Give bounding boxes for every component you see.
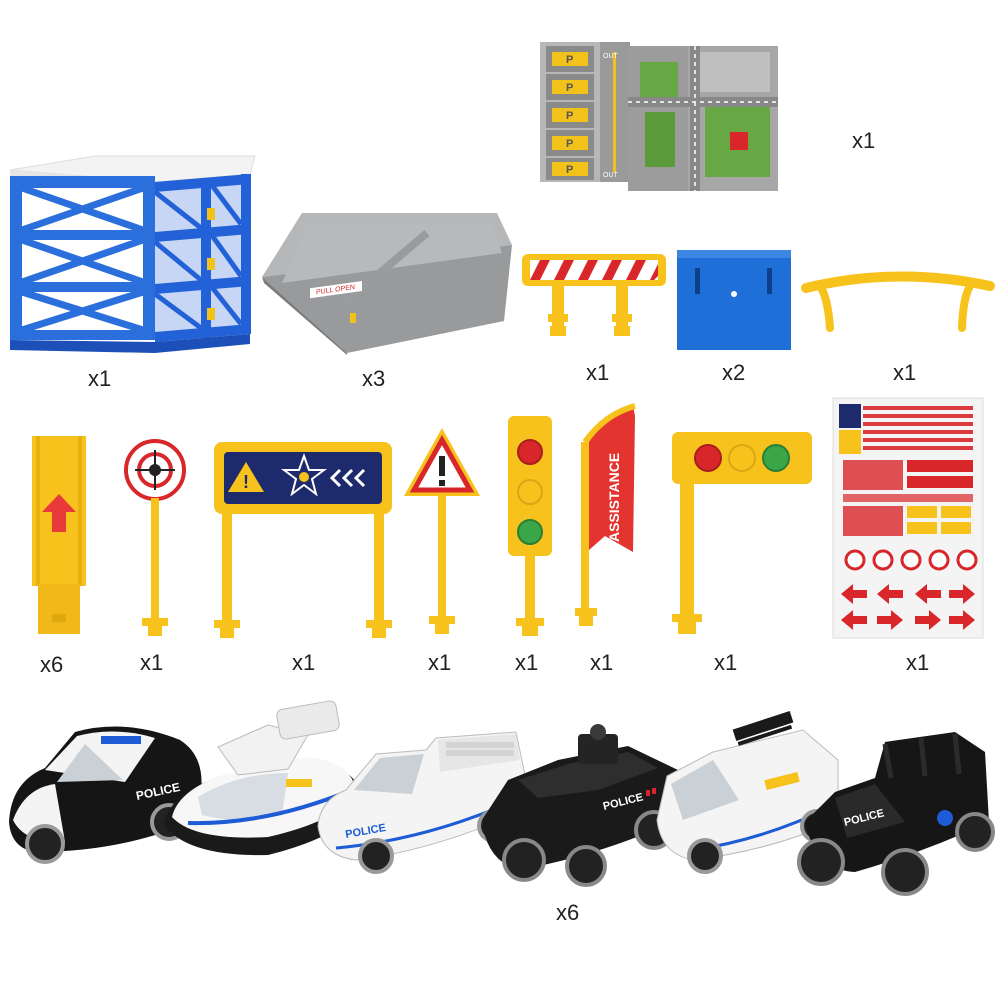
svg-text:!: ! [243, 472, 249, 492]
stickers-quantity: x1 [906, 650, 930, 675]
storage-tray-image: PULL OPEN [262, 213, 512, 355]
barrier-sign-image [522, 254, 666, 336]
flag-text: ASSISTANCE [606, 453, 622, 542]
playmat-image: P P P P P OUT OUT [540, 42, 778, 191]
traffic-light-horizontal-image [672, 432, 812, 634]
garage-quantity: x1 [88, 366, 112, 391]
sticker-sheet-image [832, 397, 984, 639]
traffic-light-vertical-quantity: x1 [515, 650, 539, 675]
curved-rail-image [801, 271, 995, 332]
parking-garage-image [9, 155, 256, 353]
ramp-piece-image [32, 436, 86, 634]
traffic-light-vertical-image [508, 416, 552, 636]
base-block-quantity: x2 [722, 360, 746, 385]
tray-quantity: x3 [362, 366, 386, 391]
police-jeep-image: POLICE [797, 732, 995, 896]
barrier-quantity: x1 [586, 360, 610, 385]
parking-label-2: P [566, 82, 573, 94]
hovercraft-image [164, 700, 363, 856]
parking-label-3: P [566, 110, 573, 122]
out-label-top: OUT [603, 53, 619, 60]
base-block-image [677, 250, 791, 350]
target-sign-image [124, 439, 186, 636]
target-sign-quantity: x1 [140, 650, 164, 675]
playmat-quantity: x1 [852, 128, 876, 153]
parking-label-1: P [566, 54, 573, 66]
warning-sign-image [404, 428, 480, 634]
ramp-quantity: x6 [40, 652, 64, 677]
parking-label-4: P [566, 138, 573, 150]
armored-car-image: POLICE [482, 724, 678, 887]
parking-label-5: P [566, 164, 573, 176]
flag-quantity: x1 [590, 650, 614, 675]
out-label-bottom: OUT [603, 172, 619, 179]
fire-rescue-van-image [656, 711, 839, 874]
gate-sign-image: ! [214, 442, 392, 638]
gate-sign-quantity: x1 [292, 650, 316, 675]
warning-sign-quantity: x1 [428, 650, 452, 675]
assistance-flag-image: ASSISTANCE [575, 403, 636, 626]
rail-quantity: x1 [893, 360, 917, 385]
traffic-light-horizontal-quantity: x1 [714, 650, 738, 675]
vehicles-quantity: x6 [556, 900, 580, 925]
